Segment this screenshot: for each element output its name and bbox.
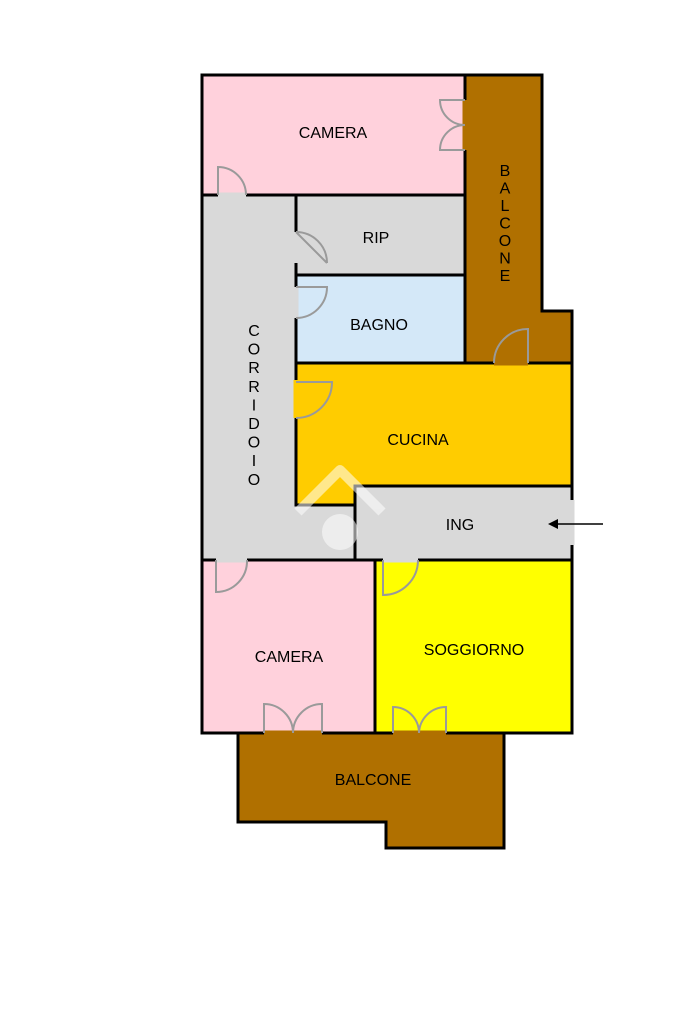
label-rip: RIP bbox=[363, 230, 390, 247]
door-gaps bbox=[216, 100, 528, 736]
rip-room bbox=[294, 193, 467, 277]
door-swing-icon bbox=[493, 327, 529, 364]
door-swing-icon bbox=[382, 559, 419, 597]
balcone-bottom-area bbox=[236, 731, 506, 850]
door-swing-icon bbox=[295, 286, 329, 319]
label-balcone-bottom: BALCONE bbox=[335, 772, 411, 789]
label-ingresso: ING bbox=[446, 517, 474, 534]
door-swing-icon bbox=[263, 702, 323, 734]
camera-bottom-room bbox=[200, 558, 377, 735]
label-bagno: BAGNO bbox=[350, 317, 408, 334]
door-swings bbox=[215, 99, 529, 734]
label-soggiorno: SOGGIORNO bbox=[424, 642, 524, 659]
door-swing-icon bbox=[295, 381, 334, 419]
label-camera-top: CAMERA bbox=[299, 125, 368, 142]
label-cucina: CUCINA bbox=[387, 432, 449, 449]
door-swing-icon bbox=[217, 165, 247, 196]
door-swing-icon bbox=[438, 99, 466, 151]
label-camera-bottom: CAMERA bbox=[255, 649, 324, 666]
camera-top-room bbox=[200, 73, 467, 197]
house-watermark-icon bbox=[294, 465, 386, 550]
door-swing-icon bbox=[215, 559, 249, 594]
door-swing-icon bbox=[295, 231, 328, 264]
balcone-right-area bbox=[463, 73, 574, 365]
soggiorno-room bbox=[373, 558, 574, 735]
arrow-left-icon bbox=[548, 519, 603, 529]
door-swing-icon bbox=[392, 705, 447, 734]
